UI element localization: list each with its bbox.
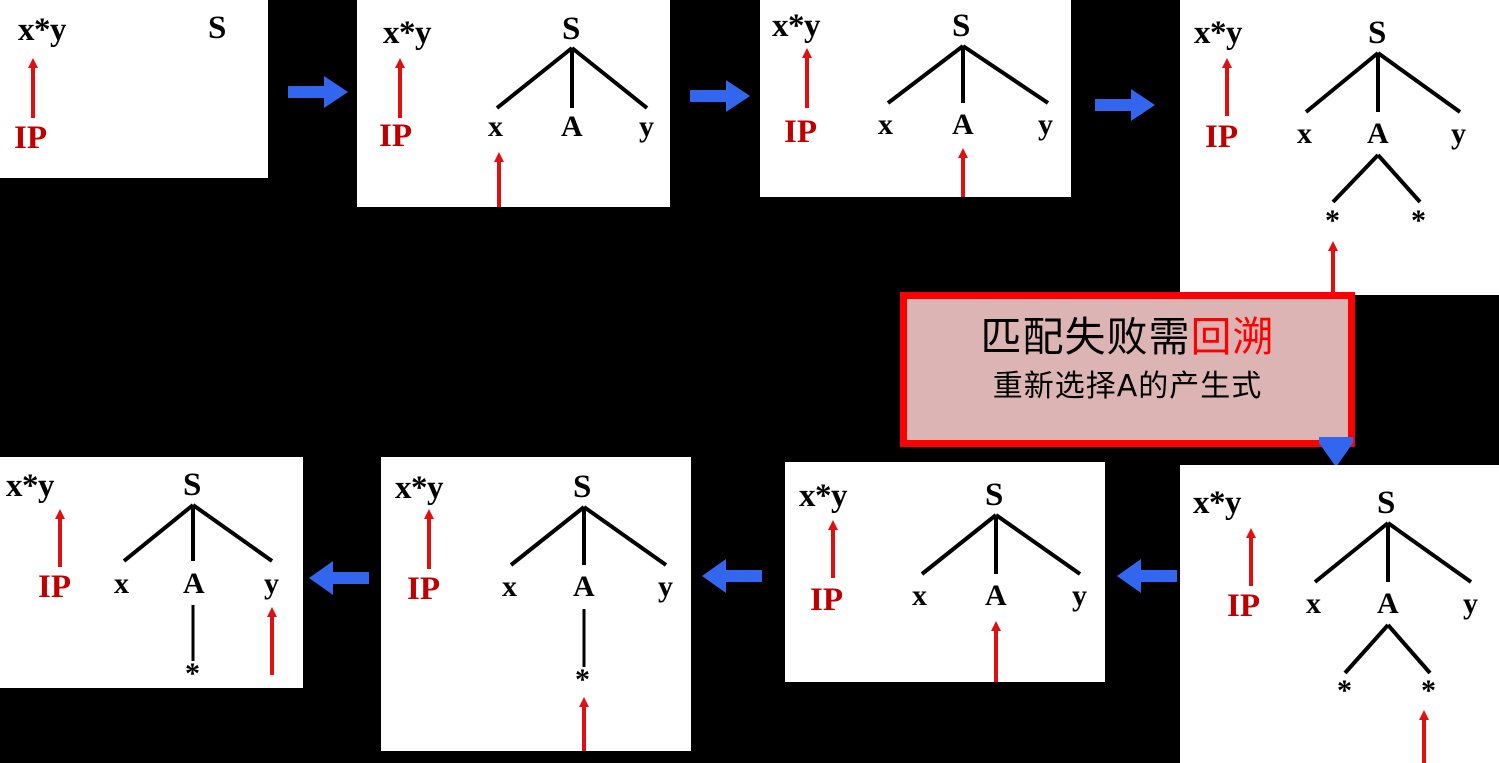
panel-step-1: x*y IP S [0, 0, 268, 178]
ip-pointer-arrow-3 [802, 48, 812, 108]
ip-pointer-arrow-8 [55, 509, 65, 567]
ip-label-4: IP [1205, 119, 1238, 155]
match-pointer-arrow-5 [1419, 710, 1429, 763]
tree-node-x-3: x [878, 108, 893, 141]
tree-node-y-8: y [264, 567, 279, 600]
tree-node-A-3: A [952, 108, 974, 141]
callout-line-2: 重新选择A的产生式 [992, 369, 1263, 405]
ip-label-6: IP [810, 582, 843, 618]
tree-node-star-8: * [185, 657, 200, 690]
tree-node-y-4: y [1451, 117, 1466, 150]
callout-line-1: 匹配失败需回溯 [907, 313, 1348, 361]
tree-edges-4 [1304, 51, 1462, 204]
flow-arrow-1-to-2 [288, 72, 350, 112]
tree-edges-6 [920, 513, 1082, 576]
ip-pointer-arrow-6 [828, 520, 838, 578]
ip-label-8: IP [38, 569, 71, 605]
panel-step-7: x*y IP S x A y * [381, 457, 691, 751]
ip-label-3: IP [784, 114, 817, 150]
tree-edges-3 [886, 44, 1050, 105]
tree-node-A-8: A [183, 567, 205, 600]
panel-step-2: x*y IP S x A y [357, 0, 670, 207]
tree-node-y-3: y [1038, 108, 1053, 141]
tree-edges-8 [122, 503, 274, 661]
ip-pointer-arrow-2 [395, 58, 405, 118]
tree-node-star-7: * [575, 663, 590, 696]
input-string-5: x*y [1193, 485, 1242, 521]
callout-line-1-highlight: 回溯 [1190, 313, 1275, 361]
tree-node-x-7: x [502, 570, 517, 603]
flow-arrow-7-to-8 [307, 557, 369, 599]
ip-label-1: IP [14, 120, 47, 156]
tree-node-star-left-4: * [1325, 204, 1340, 237]
flow-arrow-callout-down [1313, 437, 1359, 469]
input-string-3: x*y [772, 8, 821, 44]
tree-node-A-5: A [1377, 587, 1399, 620]
input-string-4: x*y [1194, 15, 1243, 51]
tree-node-A-4: A [1367, 117, 1389, 150]
tree-node-A-6: A [985, 579, 1007, 612]
tree-root-3: S [952, 8, 971, 44]
match-pointer-arrow-2 [494, 152, 504, 207]
flow-arrow-3-to-4 [1095, 85, 1157, 125]
tree-node-A-2: A [561, 110, 583, 143]
flow-arrow-6-to-7 [700, 555, 762, 597]
panel-step-6: x*y IP S x A y [785, 462, 1105, 682]
tree-edges-2 [495, 46, 649, 110]
tree-root-7: S [573, 469, 592, 505]
tree-node-star-right-4: * [1411, 204, 1426, 237]
tree-node-y-6: y [1072, 579, 1087, 612]
tree-root-8: S [183, 467, 202, 503]
match-pointer-arrow-8 [267, 607, 277, 675]
tree-node-x-8: x [114, 567, 129, 600]
tree-root-2: S [562, 11, 581, 47]
tree-node-y-2: y [639, 110, 654, 143]
match-pointer-arrow-3 [958, 148, 968, 197]
input-string-7: x*y [395, 470, 444, 506]
panel-step-5: x*y IP S x A y * * [1180, 465, 1499, 763]
ip-pointer-arrow-5 [1246, 528, 1256, 586]
input-string-8: x*y [6, 468, 55, 504]
tree-node-y-5: y [1463, 587, 1478, 620]
match-pointer-arrow-4 [1328, 241, 1338, 296]
match-pointer-arrow-6 [991, 621, 1001, 682]
callout-line-1-plain: 匹配失败需 [980, 313, 1191, 361]
ip-pointer-arrow-7 [424, 509, 434, 569]
ip-label-5: IP [1227, 588, 1260, 624]
input-string-1: x*y [18, 12, 67, 48]
flow-arrow-2-to-3 [690, 76, 752, 116]
tree-node-x-2: x [488, 110, 503, 143]
tree-node-star-right-5: * [1421, 674, 1436, 707]
ip-label-7: IP [407, 571, 440, 607]
match-pointer-arrow-7 [579, 697, 589, 751]
tree-node-x-5: x [1306, 587, 1321, 620]
tree-root-4: S [1368, 15, 1387, 51]
input-string-2: x*y [383, 15, 432, 51]
backtracking-callout: 匹配失败需回溯 重新选择A的产生式 [900, 292, 1355, 447]
tree-edges-7 [509, 505, 668, 667]
panel-step-4: x*y IP S x A y * * [1180, 0, 1499, 296]
panel-step-3: x*y IP S x A y [760, 0, 1071, 197]
tree-node-x-6: x [912, 579, 927, 612]
ip-label-2: IP [379, 118, 412, 154]
ip-pointer-arrow-4 [1222, 58, 1232, 116]
tree-edges-5 [1313, 521, 1473, 675]
ip-pointer-arrow-1 [28, 58, 38, 118]
tree-root-1: S [208, 10, 227, 46]
tree-node-star-left-5: * [1337, 674, 1352, 707]
tree-node-A-7: A [573, 570, 595, 603]
input-string-6: x*y [799, 478, 848, 514]
panel-step-8: x*y IP S x A y * [0, 457, 303, 690]
tree-node-y-7: y [658, 570, 673, 603]
tree-root-5: S [1377, 485, 1396, 521]
tree-node-x-4: x [1297, 117, 1312, 150]
flow-arrow-5-to-6 [1115, 555, 1177, 597]
tree-root-6: S [985, 477, 1004, 513]
